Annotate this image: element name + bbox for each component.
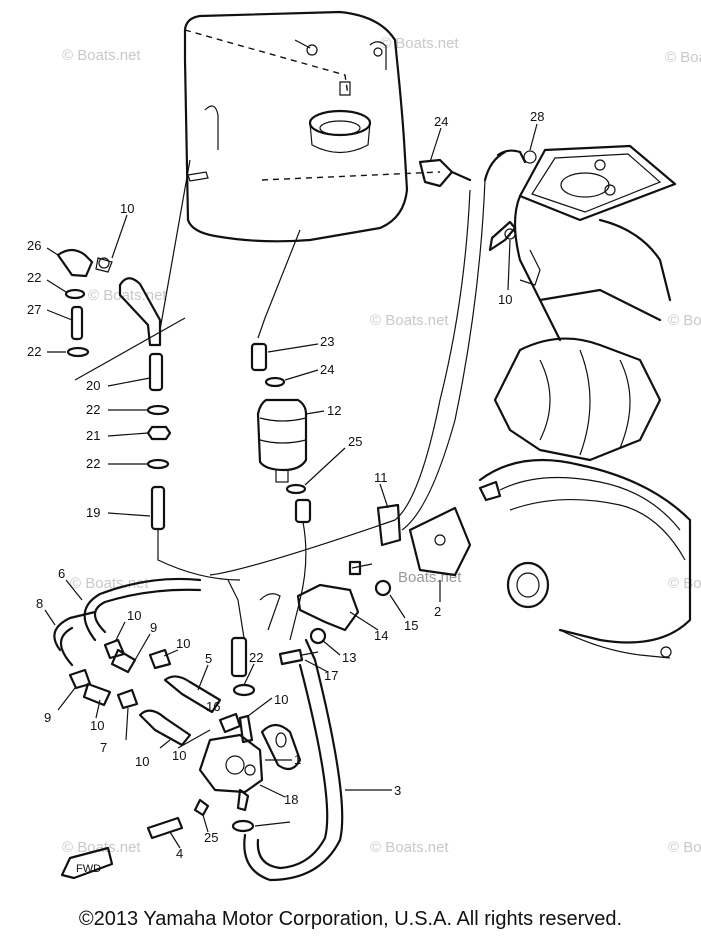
upper-right-parts (418, 144, 677, 462)
callout-label: 25 (348, 434, 362, 449)
watermark: © Boats.net (380, 35, 459, 52)
oil-pump (146, 638, 344, 882)
callout-label: 16 (206, 699, 220, 714)
watermark: © Boats.net (668, 575, 701, 592)
callout-label: 26 (27, 238, 41, 253)
copyright-notice: ©2013 Yamaha Motor Corporation, U.S.A. A… (78, 908, 623, 930)
oil-tank (183, 10, 441, 243)
callout-labels: 10 26 22 27 22 20 22 21 22 19 24 28 10 2… (27, 109, 544, 861)
callout-label: 10 (90, 718, 104, 733)
watermark: © Boats.net (370, 312, 449, 329)
callout-label: 6 (58, 566, 65, 581)
brackets (259, 503, 472, 666)
callout-label: 2 (434, 604, 441, 619)
callout-label: 22 (86, 402, 100, 417)
callout-label: 10 (274, 692, 288, 707)
left-parts (56, 159, 241, 581)
callout-label: 25 (204, 830, 218, 845)
callout-label: 28 (530, 109, 544, 124)
watermark: © Boats.net (668, 839, 701, 856)
callout-label: 10 (176, 636, 190, 651)
callout-label: 19 (86, 505, 100, 520)
fwd-arrow: FWD (60, 846, 114, 880)
callout-label: 20 (86, 378, 100, 393)
callout-label: 5 (205, 651, 212, 666)
watermark: © Boats.net (70, 575, 149, 592)
callout-label: 1 (294, 752, 301, 767)
callout-label: 23 (320, 334, 334, 349)
callout-label: 22 (27, 344, 41, 359)
fwd-label: FWD (76, 863, 101, 875)
callout-label: 7 (100, 740, 107, 755)
callout-label: 12 (327, 403, 341, 418)
callout-label: 22 (249, 650, 263, 665)
callout-label: 3 (394, 783, 401, 798)
callout-label: 21 (86, 428, 100, 443)
parts-diagram: © Boats.net © Boats.net © Boats.net © Bo… (27, 10, 701, 882)
leader-lines (44, 123, 538, 849)
watermark: © Boats.net (665, 49, 701, 66)
callout-label: 24 (320, 362, 334, 377)
callout-label: 10 (120, 201, 134, 216)
engine-block (478, 458, 692, 659)
callout-label: 4 (176, 846, 183, 861)
callout-label: 10 (172, 748, 186, 763)
callout-label: 14 (374, 628, 388, 643)
callout-label: 10 (127, 608, 141, 623)
watermarks: © Boats.net © Boats.net © Boats.net © Bo… (62, 35, 701, 856)
callout-label: 11 (374, 470, 388, 485)
watermark: © Boats.net (88, 287, 167, 304)
callout-label: 10 (498, 292, 512, 307)
callout-label: 9 (44, 710, 51, 725)
callout-label: 27 (27, 302, 41, 317)
callout-label: 17 (324, 668, 338, 683)
watermark: © Boats.net (62, 839, 141, 856)
watermark: © Boats.net (668, 312, 701, 329)
callout-label: 22 (86, 456, 100, 471)
callout-label: 18 (284, 792, 298, 807)
watermark: © Boats.net (370, 839, 449, 856)
callout-label: 10 (135, 754, 149, 769)
callout-label: 13 (342, 650, 356, 665)
filter-assembly (209, 179, 486, 641)
callout-label: 8 (36, 596, 43, 611)
callout-label: 24 (434, 114, 448, 129)
callout-label: 22 (27, 270, 41, 285)
watermark: © Boats.net (62, 47, 141, 64)
hose-group (53, 577, 256, 747)
callout-label: 9 (150, 620, 157, 635)
callout-label: 15 (404, 618, 418, 633)
